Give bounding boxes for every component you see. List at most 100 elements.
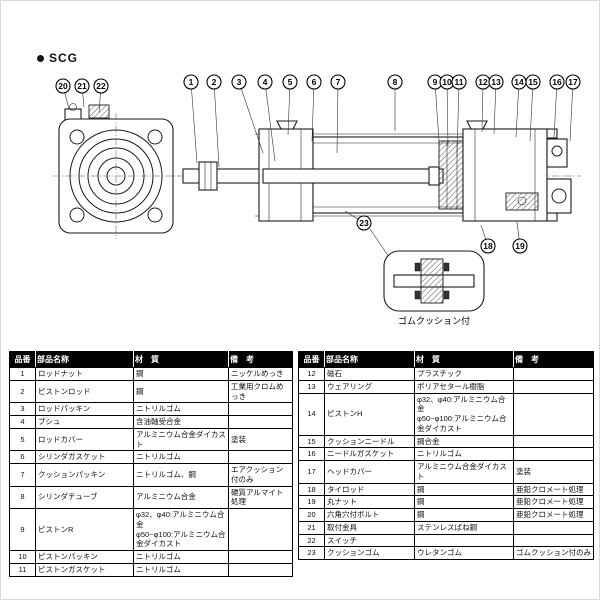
table-cell: ニトリルゴム bbox=[414, 447, 514, 461]
table-cell: ウェアリング bbox=[324, 379, 415, 394]
table-cell: ニトリルゴム、鋼 bbox=[133, 463, 229, 487]
callout-balloon-13 bbox=[488, 74, 504, 90]
table-cell: 塗装 bbox=[228, 427, 293, 452]
cushion-rubber-right-2 bbox=[443, 290, 450, 300]
table-cell bbox=[513, 379, 594, 394]
table-cell: 13 bbox=[298, 379, 325, 394]
table-cell: 15 bbox=[298, 434, 325, 449]
table-cell: ニッケルめっき bbox=[228, 367, 293, 381]
callout-number: 4 bbox=[263, 77, 268, 87]
table-cell bbox=[228, 450, 293, 464]
table-cell: ロッドナット bbox=[35, 367, 134, 381]
callout-balloon-6 bbox=[306, 74, 322, 90]
table-cell: 17 bbox=[298, 460, 325, 484]
table-cell: ピストンR bbox=[35, 508, 134, 551]
leader-line bbox=[336, 81, 339, 154]
callout-number: 7 bbox=[336, 77, 341, 87]
leader-line bbox=[238, 81, 264, 154]
column-header: 備 考 bbox=[228, 351, 293, 368]
callout-number: 5 bbox=[288, 77, 293, 87]
piston-rod bbox=[182, 168, 264, 184]
bullet-icon bbox=[37, 54, 44, 62]
table-cell: 11 bbox=[9, 562, 36, 577]
callout-number: 8 bbox=[393, 77, 398, 87]
table-cell: 磁石 bbox=[324, 367, 415, 381]
table-cell: 8 bbox=[9, 485, 36, 509]
table-cell: 20 bbox=[298, 508, 325, 522]
table-cell: 19 bbox=[298, 495, 325, 509]
product-code-text: SCG bbox=[49, 51, 79, 65]
table-cell: φ32、φ40:アルミニウム合金 φ50~φ100:アルミニウム合金ダイカスト bbox=[414, 392, 514, 436]
table-cell: ゴムクッション付のみ bbox=[513, 546, 594, 560]
table-cell: 1 bbox=[9, 367, 36, 381]
table-cell: ステンレスばね鋼 bbox=[414, 520, 514, 535]
table-cell bbox=[513, 434, 594, 449]
callout-number: 18 bbox=[483, 241, 493, 251]
leader-line bbox=[446, 81, 449, 148]
table-cell: アルミニウム合金 bbox=[133, 485, 229, 509]
table-cell bbox=[414, 533, 514, 548]
table-cell: シリンダチューブ bbox=[35, 485, 134, 509]
table-cell: エアクッション付のみ bbox=[228, 463, 293, 487]
column-header: 材 質 bbox=[414, 351, 514, 368]
table-cell: 23 bbox=[298, 546, 325, 560]
table-cell: 塗装 bbox=[513, 460, 594, 484]
callout-balloon-17 bbox=[565, 74, 581, 90]
table-cell: クッションパッキン bbox=[35, 463, 134, 487]
table-cell: ロッドカバー bbox=[35, 427, 134, 452]
table-cell: ウレタンゴム bbox=[414, 546, 514, 560]
callout-number: 2 bbox=[212, 77, 217, 87]
detail-view: ゴムクッション付 bbox=[369, 228, 485, 326]
callout-balloon-1 bbox=[183, 74, 199, 90]
callout-number: 21 bbox=[77, 81, 87, 91]
table-cell: クッションニードル bbox=[324, 434, 415, 449]
callout-number: 17 bbox=[568, 77, 578, 87]
callout-balloon-16 bbox=[549, 74, 565, 90]
leader-line bbox=[569, 81, 574, 142]
rod-inside bbox=[262, 168, 444, 184]
callout-balloon-19 bbox=[512, 238, 528, 254]
callout-balloon-21 bbox=[74, 78, 90, 94]
table-cell: ピストンH bbox=[324, 392, 415, 436]
callout-balloon-11 bbox=[451, 74, 467, 90]
callout-number: 16 bbox=[552, 77, 562, 87]
product-code-label: SCG bbox=[37, 51, 78, 65]
table-cell: ポリアセタール樹脂 bbox=[414, 379, 514, 394]
callout-number: 22 bbox=[96, 81, 106, 91]
table-cell: 鋼 bbox=[414, 482, 514, 497]
table-cell: 丸ナット bbox=[324, 495, 415, 509]
callout-balloon-15 bbox=[525, 74, 541, 90]
cushion-rubber-right bbox=[443, 262, 450, 272]
table-cell: ピストンガスケット bbox=[35, 562, 134, 577]
table-cell: ニトリルゴム bbox=[133, 450, 229, 464]
leader-line bbox=[493, 81, 497, 135]
callout-number: 3 bbox=[237, 77, 242, 87]
table-cell: 鋼 bbox=[133, 379, 229, 404]
table-cell: 18 bbox=[298, 482, 325, 497]
table-cell: 16 bbox=[298, 447, 325, 461]
callout-number: 6 bbox=[312, 77, 317, 87]
callout-balloon-20 bbox=[55, 78, 71, 94]
detail-piston bbox=[420, 258, 444, 304]
table-cell: 取付金具 bbox=[324, 520, 415, 535]
column-header: 備 考 bbox=[513, 351, 594, 368]
table-cell: 14 bbox=[298, 392, 325, 436]
table-cell: ニードルガスケット bbox=[324, 447, 415, 461]
rod-nut bbox=[198, 161, 218, 191]
callout-balloon-7 bbox=[330, 74, 346, 90]
